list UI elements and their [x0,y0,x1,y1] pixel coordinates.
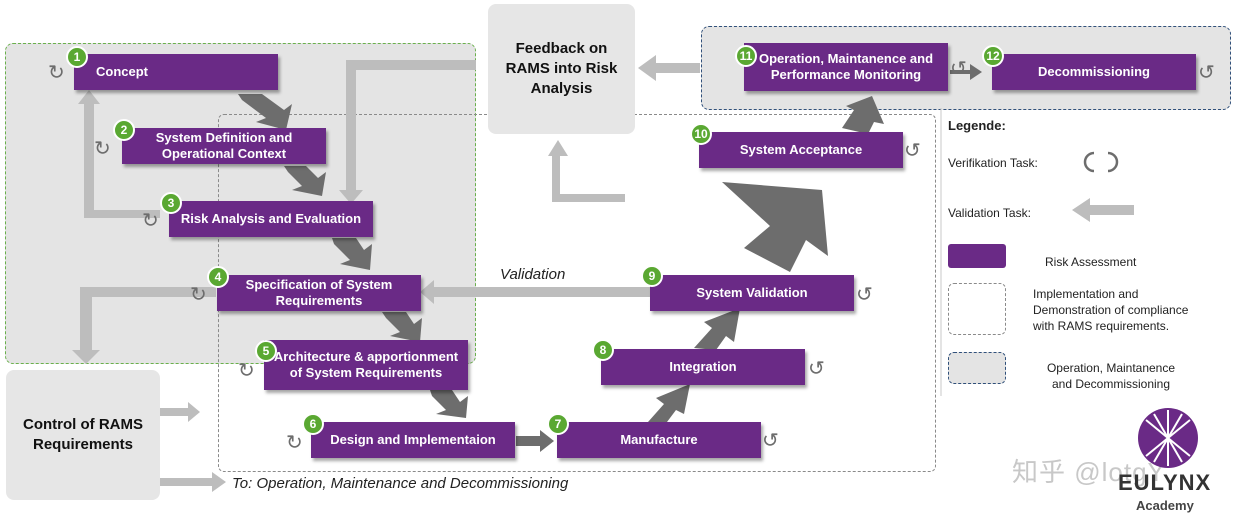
loop-icon-1: ↻ [48,62,65,84]
step-badge-7: 7 [547,413,569,435]
step-badge-4: 4 [207,266,229,288]
loop-arrow-3-to-1 [78,90,160,218]
legend-implementation-swatch [948,283,1006,335]
step-badge-1: 1 [66,46,88,68]
flow-11-to-12 [950,64,982,80]
step-5-architecture: Architecture & apportionment of System R… [264,340,468,390]
step-4-specification: Specification of System Requirements [217,275,421,311]
flow-2-to-3 [284,166,326,196]
step-badge-5: 5 [255,340,277,362]
flow-7-to-8 [648,384,690,426]
flow-3-to-4 [332,238,372,270]
legend-risk-swatch [948,244,1006,268]
bottom-operation-label: To: Operation, Maintenance and Decommiss… [232,475,569,492]
validation-label: Validation [500,266,566,283]
legend-title: Legende: [948,118,1006,133]
loop-icon-12: ↺ [1198,62,1215,84]
feedback-to-risk-arrow [339,60,476,204]
loop-icon-11: ↺ [950,58,967,80]
step-3-risk-analysis: Risk Analysis and Evaluation [169,201,373,237]
watermark-text: 知乎 @lotgY [1012,457,1166,487]
step-10-system-acceptance: System Acceptance [699,132,903,168]
loop-icon-10: ↺ [904,140,921,162]
step-badge-12: 12 [982,45,1004,67]
step-badge-11: 11 [735,45,757,67]
loop-icon-2: ↻ [94,138,111,160]
spec-to-control-arrow [72,287,216,364]
legend-verification-label: Verifikation Task: [948,156,1038,170]
legend-operation-label: Operation, Maintanence and Decommissioni… [1046,361,1176,391]
step-6-design: Design and Implementaion [311,422,515,458]
legend-operation-swatch [948,352,1006,384]
feedback-box: Feedback on RAMS into Risk Analysis [488,4,635,134]
flow-9-to-10 [722,182,828,272]
loop-icon-4: ↻ [190,284,207,306]
logo-name: EULYNX [1118,470,1212,495]
step-badge-10: 10 [690,123,712,145]
flow-6-to-7 [516,430,554,452]
step-2-system-definition: System Definition and Operational Contex… [122,128,326,164]
flow-5-to-6 [430,390,468,418]
flow-10-to-11 [842,96,884,134]
operation-to-feedback-arrow [638,55,700,81]
loop-icon-7: ↺ [762,430,779,452]
loop-icon-3: ↻ [142,210,159,232]
control-to-operation-arrow [160,472,226,492]
legend-risk-label: Risk Assessment [1045,255,1137,269]
legend-validation-arrow [1072,198,1134,222]
loop-icon-6: ↻ [286,432,303,454]
flow-8-to-9 [694,308,740,350]
legend-implementation-label: Implementation and Demonstration of comp… [1033,287,1189,333]
eulynx-logo-icon [1138,408,1198,468]
loop-icon-8: ↺ [808,358,825,380]
control-box: Control of RAMS Requirements [6,370,160,500]
legend-validation-label: Validation Task: [948,206,1031,220]
step-9-system-validation: System Validation [650,275,854,311]
step-7-manufacture: Manufacture [557,422,761,458]
step-badge-3: 3 [160,192,182,214]
step-8-integration: Integration [601,349,805,385]
step-11-operation: Operation, Maintanence and Performance M… [744,43,948,91]
legend-verification-icon [1083,151,1119,173]
step-badge-9: 9 [641,265,663,287]
flow-1-to-2 [238,94,292,130]
step-12-decommissioning: Decommissioning [992,54,1196,90]
step-1-concept: Concept [74,54,278,90]
logo-subtitle: Academy [1136,498,1194,513]
loop-icon-9: ↺ [856,284,873,306]
step-badge-8: 8 [592,339,614,361]
flow-4-to-5 [382,312,422,342]
implementation-to-feedback-arrow [548,140,625,202]
step-badge-6: 6 [302,413,324,435]
loop-icon-5: ↻ [238,360,255,382]
control-to-implementation-arrow [160,402,200,422]
validation-arrow-9-to-4 [420,280,650,304]
step-badge-2: 2 [113,119,135,141]
